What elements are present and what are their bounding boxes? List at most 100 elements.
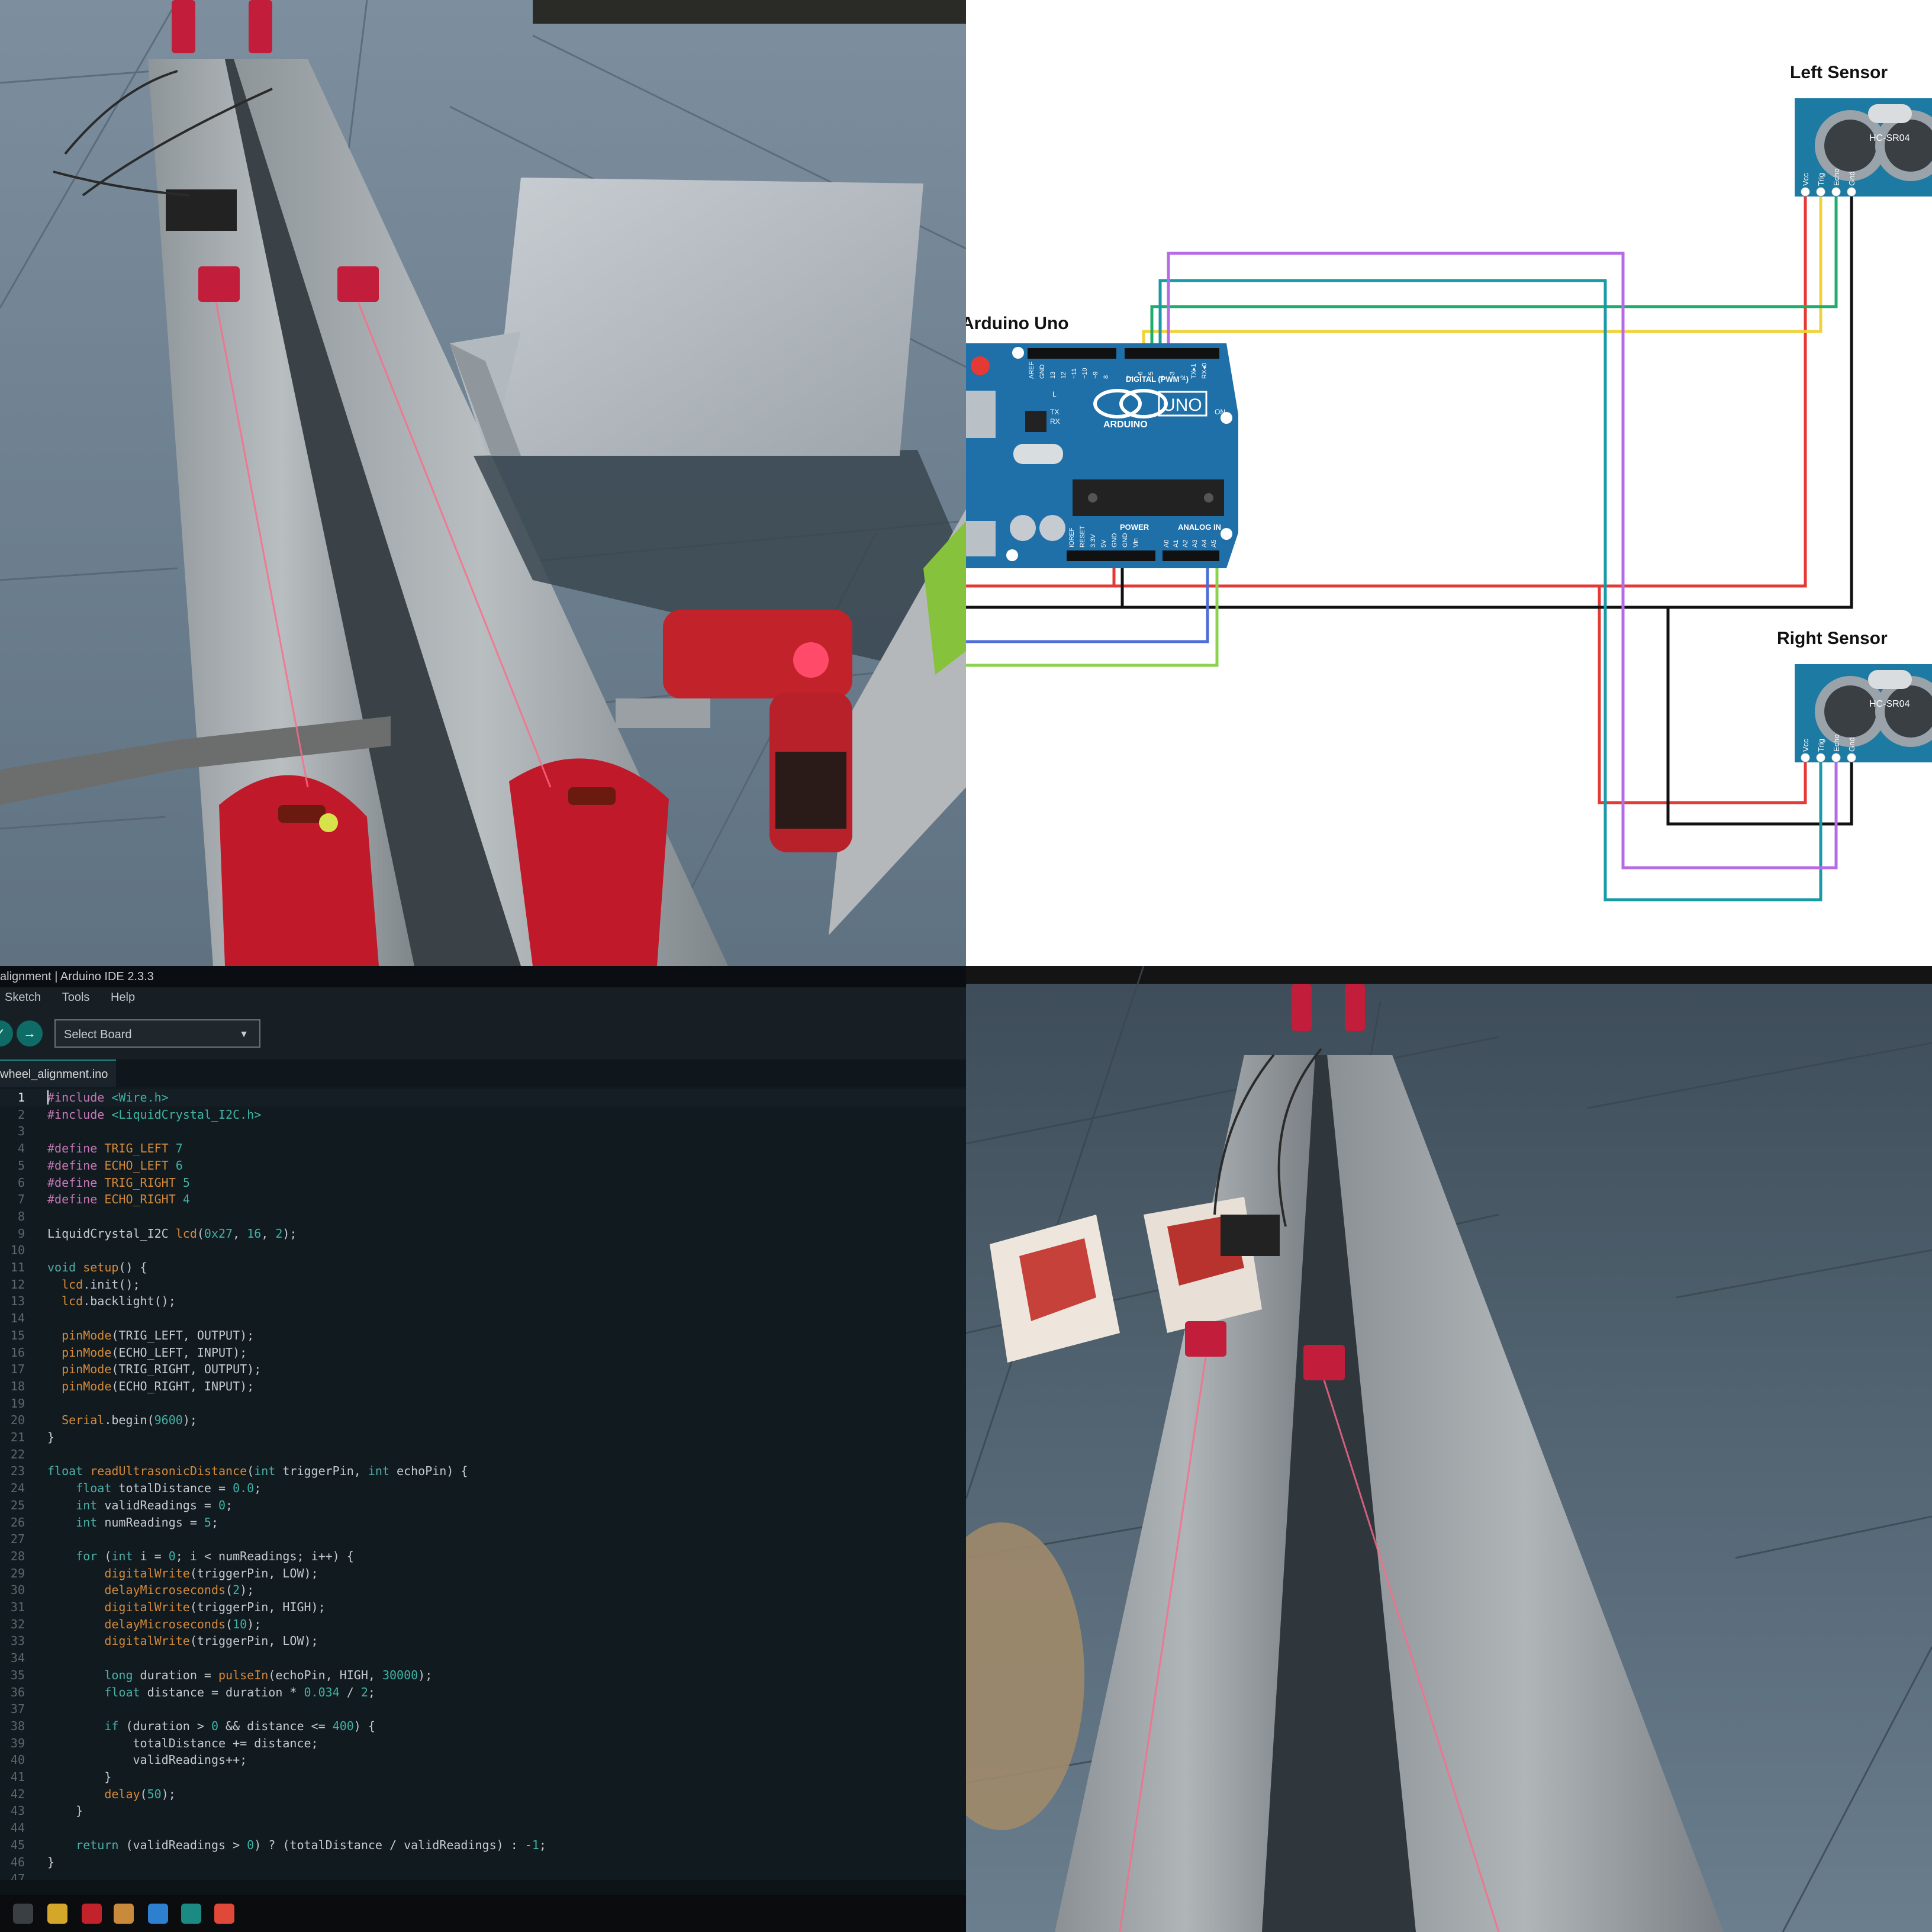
code-text: #define TRIG_RIGHT 5 (47, 1175, 190, 1190)
wire-left-trig (1142, 189, 1822, 353)
code-line: 4 #define TRIG_LEFT 7 (0, 1140, 966, 1157)
code-text: pinMode(ECHO_RIGHT, INPUT); (62, 1379, 255, 1393)
board-on-label: ON (1215, 408, 1225, 416)
line-number: 19 (10, 1396, 25, 1411)
power-pin-label: RESET (1079, 526, 1086, 548)
task-view-icon[interactable] (13, 1904, 33, 1924)
taskbar (0, 1895, 966, 1932)
power-pin-label: Vin (1132, 538, 1139, 548)
power-pin-label: 5V (1100, 539, 1107, 548)
vscode-icon[interactable] (148, 1904, 168, 1924)
menu-help[interactable]: Help (110, 991, 136, 1004)
wire-vcc-right (1598, 586, 1807, 804)
code-text: float distance = duration * 0.034 / 2; (104, 1685, 375, 1699)
code-text: } (47, 1854, 55, 1869)
line-number: 32 (10, 1617, 25, 1631)
right-pin-label-vcc: Vcc (1801, 739, 1810, 752)
line-number: 4 (17, 1141, 25, 1156)
line-number: 12 (10, 1277, 25, 1292)
code-line: 19 (0, 1395, 966, 1412)
analog-pin-label: A2 (1182, 540, 1189, 548)
code-line: 45 return (validReadings > 0) ? (totalDi… (0, 1837, 966, 1854)
digital-pin-label: TX▸1 (1190, 363, 1197, 379)
code-line: 7#define ECHO_RIGHT 4 (0, 1191, 966, 1208)
arduino-board: UNO ARDUINO DIGITAL (PWM ~) POWER ANALOG… (966, 343, 1238, 568)
right-pin-label-trig: Trig (1817, 739, 1825, 752)
line-number: 16 (10, 1345, 25, 1360)
app-red-icon[interactable] (82, 1904, 102, 1924)
tab-wheel-alignment[interactable]: wheel_alignment.ino (0, 1060, 117, 1087)
chevron-down-icon: ▼ (239, 1029, 249, 1039)
upload-button[interactable]: → (17, 1020, 43, 1046)
wire-vcc (966, 189, 1807, 588)
line-number: 36 (10, 1685, 25, 1699)
digital-pin-label: RX◂0 (1201, 363, 1208, 379)
board-power-label: POWER (1120, 523, 1149, 532)
digital-pin-label: 4 (1158, 375, 1165, 379)
line-number: 34 (10, 1651, 25, 1666)
line-number: 10 (10, 1243, 25, 1258)
digital-pin-label: AREF (1028, 361, 1035, 379)
code-line: 20 Serial.begin(9600); (0, 1412, 966, 1429)
code-text: Serial.begin(9600); (62, 1413, 197, 1428)
arduino-ide-icon[interactable] (181, 1904, 201, 1924)
code-line: 16 pinMode(ECHO_LEFT, INPUT); (0, 1344, 966, 1361)
digital-pin-label: 2 (1180, 375, 1187, 379)
code-text: } (47, 1430, 55, 1444)
wire-sda (966, 556, 1209, 643)
code-line: 24 float totalDistance = 0.0; (0, 1480, 966, 1497)
photo-rig-with-laptop (0, 0, 966, 966)
code-text: delay(50); (104, 1786, 176, 1801)
code-line: 40 validReadings++; (0, 1751, 966, 1769)
browser-icon[interactable] (214, 1904, 234, 1924)
line-number: 46 (10, 1854, 25, 1869)
menu-bar: Sketch Tools Help (0, 987, 966, 1007)
code-line: 42 delay(50); (0, 1786, 966, 1803)
verify-button[interactable]: ✓ (0, 1020, 13, 1046)
window-title: alignment | Arduino IDE 2.3.3 (0, 966, 966, 987)
board-rx-label: RX (1050, 417, 1060, 426)
code-text: delayMicroseconds(10); (104, 1617, 262, 1631)
menu-sketch[interactable]: Sketch (5, 991, 41, 1004)
analog-pin-label: A1 (1173, 540, 1180, 548)
code-text: digitalWrite(triggerPin, HIGH); (104, 1600, 326, 1614)
analog-pin-label: A5 (1210, 540, 1218, 548)
code-line: 1#include <Wire.h> (0, 1089, 966, 1106)
code-line: 39 totalDistance += distance; (0, 1735, 966, 1752)
left-pin-gnd (1847, 187, 1856, 197)
code-line: 2#include <LiquidCrystal_I2C.h> (0, 1106, 966, 1123)
left-sensor-model: HC-SR04 (1869, 133, 1910, 143)
board-select-dropdown[interactable]: Select Board ▼ (54, 1019, 260, 1048)
right-pin-label-gnd: Gnd (1847, 737, 1856, 752)
code-line: 10 (0, 1242, 966, 1259)
line-number: 33 (10, 1634, 25, 1648)
line-number: 42 (10, 1786, 25, 1801)
file-explorer-icon[interactable] (47, 1904, 67, 1924)
code-editor[interactable]: 1#include <Wire.h>2#include <LiquidCryst… (0, 1087, 966, 1903)
right-pin-echo (1831, 753, 1841, 762)
digital-pin-label: 13 (1049, 372, 1057, 379)
digital-pin-label: ~10 (1081, 368, 1089, 379)
file-tabs: wheel_alignment.ino (0, 1060, 966, 1087)
code-line: 3 (0, 1123, 966, 1140)
code-line: 27 (0, 1531, 966, 1548)
app-orange-icon[interactable] (114, 1904, 134, 1924)
code-line: 25 int validReadings = 0; (0, 1497, 966, 1514)
code-line: 43 } (0, 1802, 966, 1820)
box-1 (990, 1215, 1120, 1363)
line-number: 26 (10, 1515, 25, 1530)
line-number: 3 (17, 1124, 25, 1139)
right-pin-trig (1816, 753, 1825, 762)
code-line: 37 (0, 1701, 966, 1718)
code-text: #define TRIG_LEFT 7 (47, 1141, 183, 1156)
power-pin-label: 3.3V (1090, 534, 1097, 548)
code-text: pinMode(TRIG_LEFT, OUTPUT); (62, 1328, 255, 1342)
menu-tools[interactable]: Tools (62, 991, 90, 1004)
code-text: return (validReadings > 0) ? (totalDista… (76, 1837, 546, 1852)
code-line: 22 (0, 1446, 966, 1463)
line-number: 38 (10, 1718, 25, 1733)
line-number: 30 (10, 1583, 25, 1598)
